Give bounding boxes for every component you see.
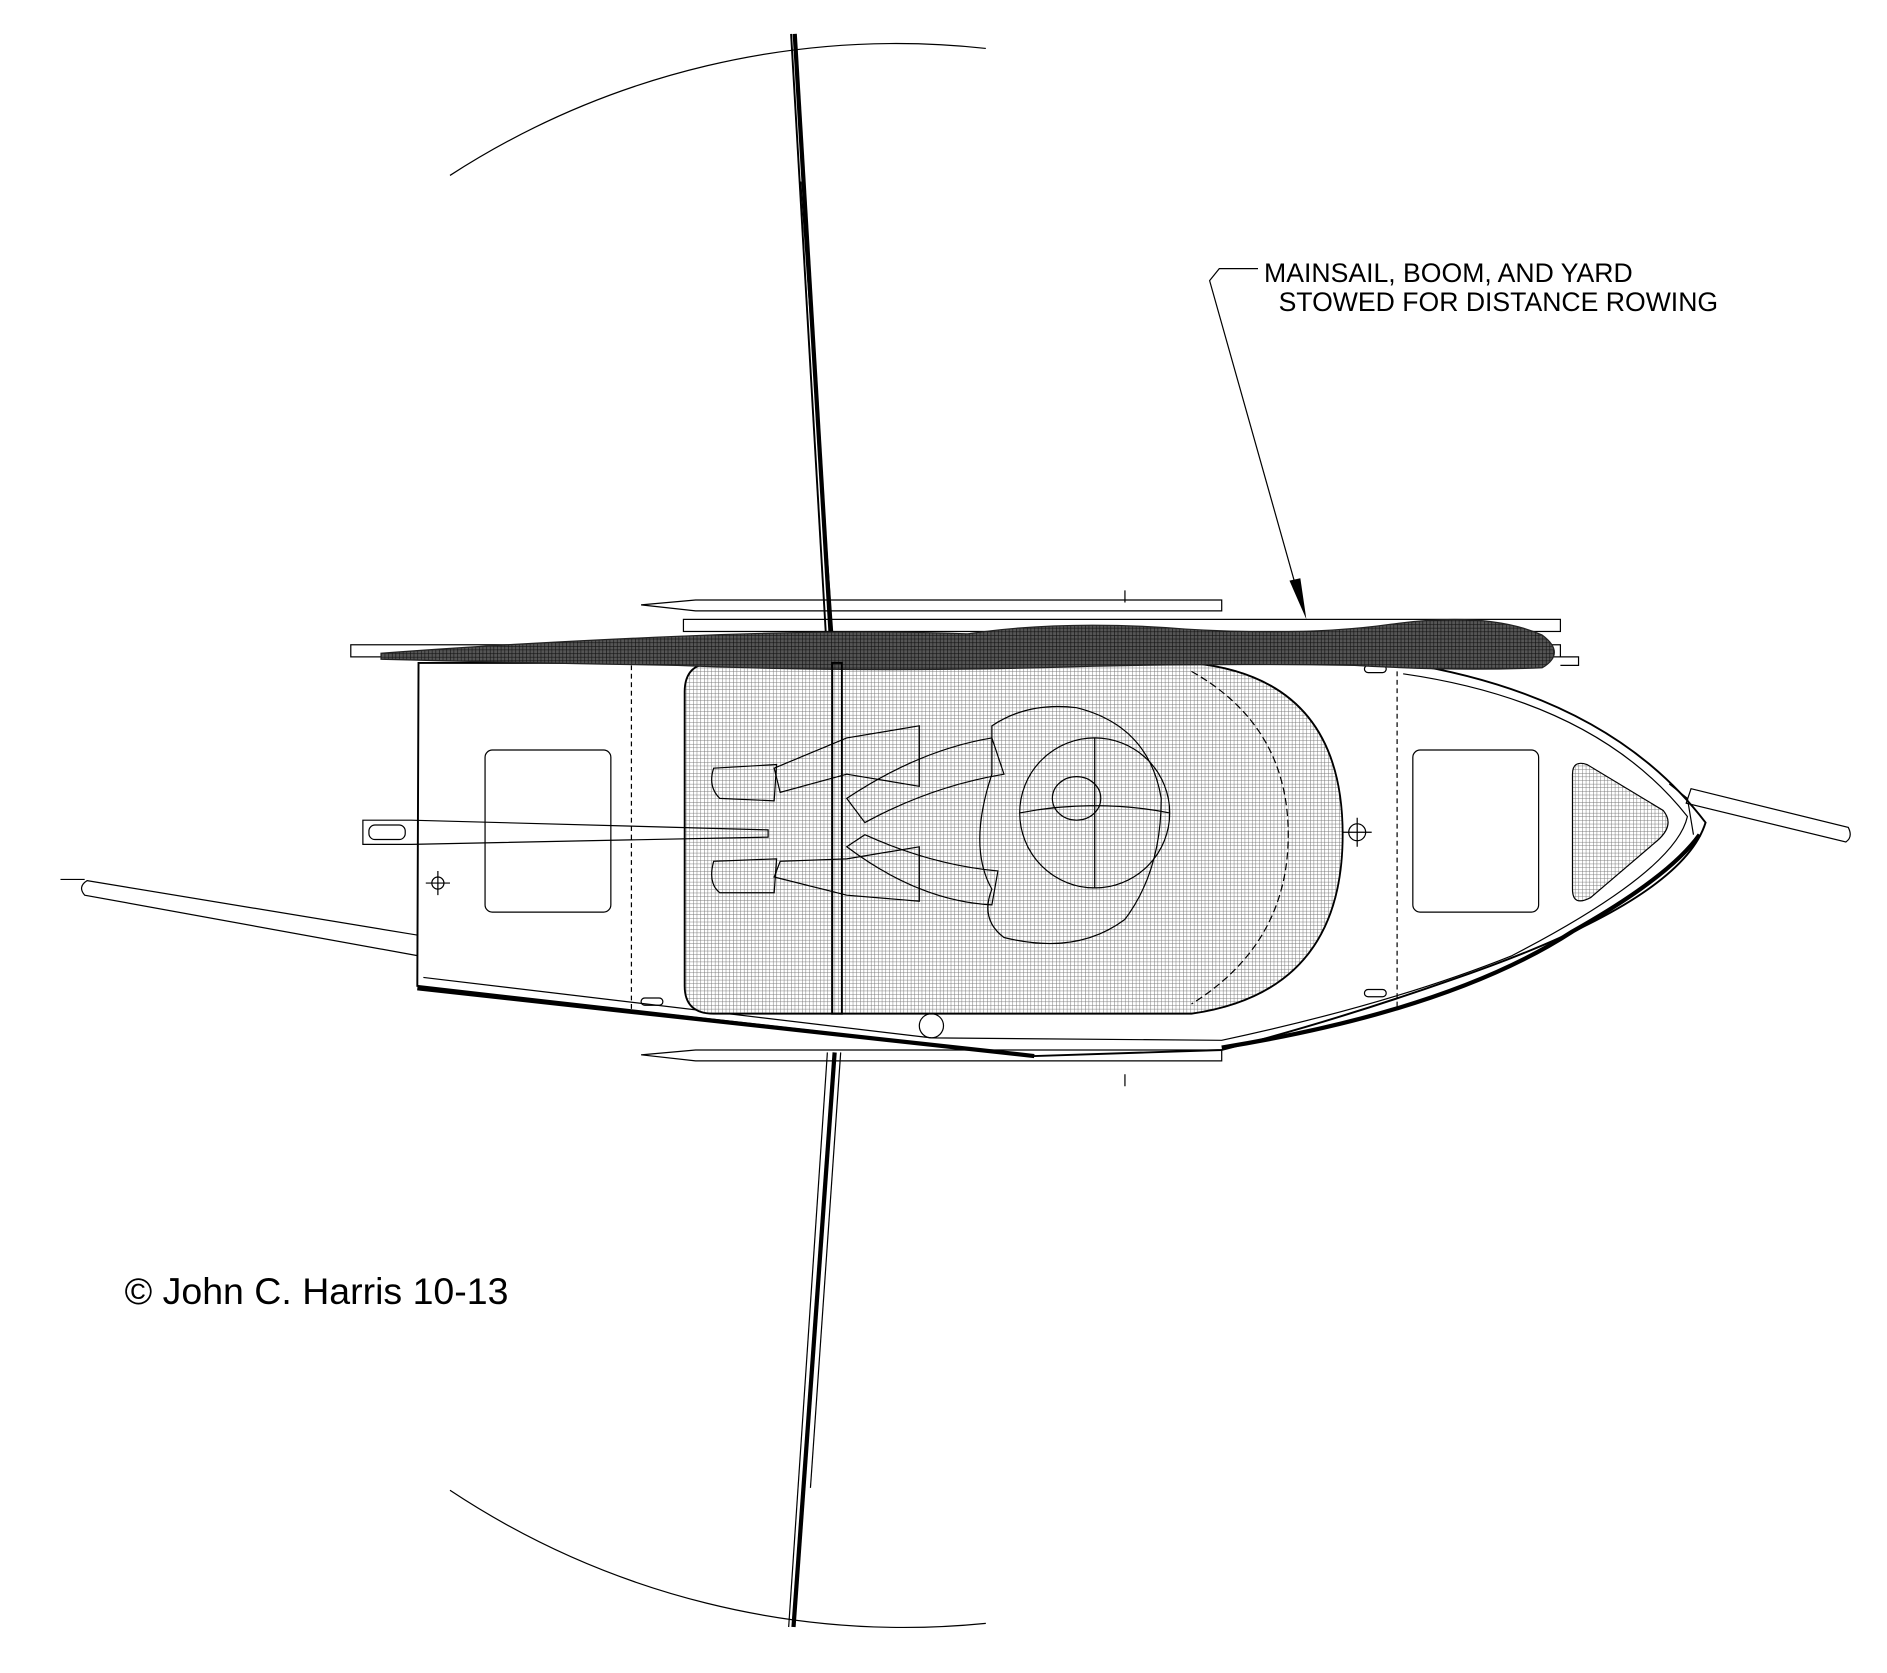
annotation-line-1: MAINSAIL, BOOM, AND YARD — [1264, 258, 1633, 288]
hull — [416, 661, 1707, 1059]
cockpit — [683, 662, 1344, 1015]
bow-pole — [1685, 787, 1851, 843]
oar-sweep-arc-bottom — [449, 1489, 986, 1628]
stowed-mainsail — [380, 618, 1555, 671]
crosshair-fitting-forward — [1342, 817, 1372, 847]
annotation-leader — [1208, 267, 1307, 620]
annotation-line-2: STOWED FOR DISTANCE ROWING — [1279, 287, 1719, 317]
copyright-text: © John C. Harris 10-13 — [125, 1270, 509, 1312]
oar-sweep-arc-top — [449, 42, 986, 176]
stern-oar — [362, 819, 769, 845]
crosshair-fitting-aft — [425, 870, 450, 896]
oar-port — [790, 33, 836, 661]
stern-pole — [81, 880, 418, 957]
oar-starboard — [788, 1052, 842, 1628]
hatch-aft — [484, 749, 612, 913]
rower-figure — [711, 661, 1171, 1015]
bow-hatch — [1571, 762, 1669, 902]
hatch-forward — [1412, 749, 1540, 913]
